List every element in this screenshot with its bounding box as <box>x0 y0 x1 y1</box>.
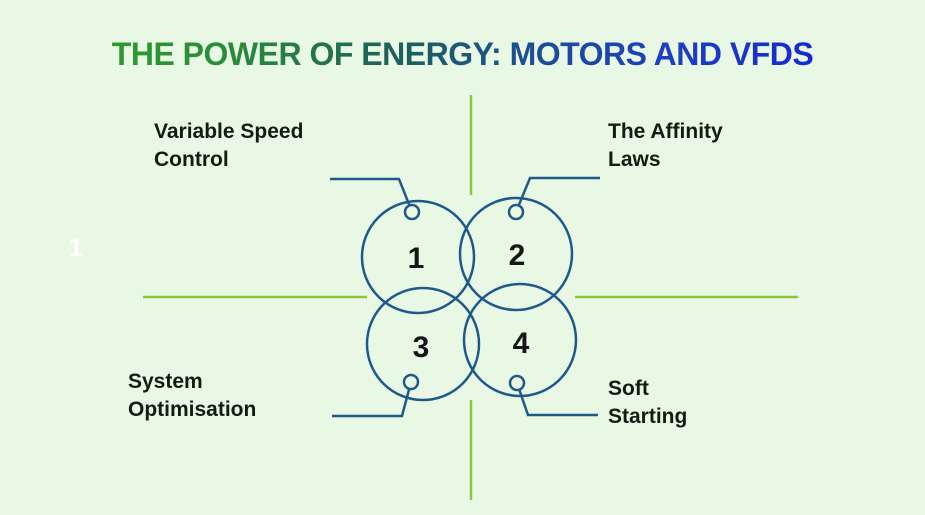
label-line: Variable Speed <box>154 120 304 143</box>
connector-dot-4 <box>508 374 526 392</box>
label-line: Optimisation <box>128 398 257 421</box>
connector-dot-2 <box>507 203 525 221</box>
circle-3-outline <box>365 286 481 402</box>
page-title: THE POWER OF ENERGY: MOTORS AND VFDS <box>0 36 925 73</box>
connector-dot-1 <box>403 203 421 221</box>
label-system-optimisation: System Optimisation <box>128 368 256 424</box>
label-line: System <box>128 370 203 393</box>
page-number: 1 <box>68 232 84 262</box>
label-line: Soft <box>608 377 649 400</box>
connector-line-4 <box>515 382 598 417</box>
connector-line-2 <box>514 176 600 213</box>
label-line: Starting <box>608 405 688 428</box>
circle-1-number: 1 <box>408 242 425 275</box>
connector-line-3 <box>332 381 413 418</box>
label-soft-starting: Soft Starting <box>608 375 687 431</box>
label-line: Laws <box>608 148 661 171</box>
label-line: The Affinity <box>608 120 723 143</box>
label-variable-speed-control: Variable Speed Control <box>154 118 303 174</box>
label-line: Control <box>154 148 229 171</box>
circle-3-number: 3 <box>413 331 430 364</box>
label-the-affinity-laws: The Affinity Laws <box>608 118 723 174</box>
circle-4-outline <box>462 282 578 398</box>
circle-2-number: 2 <box>509 239 526 272</box>
circle-1-outline <box>360 199 476 315</box>
connector-dot-3 <box>402 373 420 391</box>
circle-2-outline <box>458 196 574 312</box>
connector-line-1 <box>330 177 414 213</box>
circle-4-number: 4 <box>513 327 530 360</box>
